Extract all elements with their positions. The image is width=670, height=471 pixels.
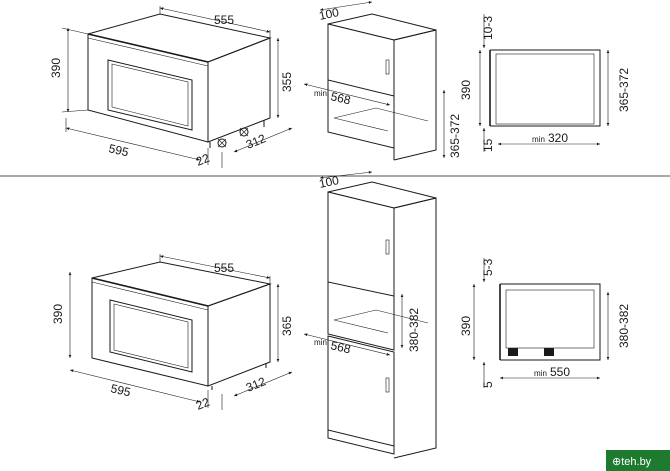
- bottom-height-left-label: 390: [51, 304, 65, 324]
- bottom-width-top-label: 555: [214, 261, 234, 275]
- watermark-badge: [606, 450, 670, 471]
- top-section-depth-label: 320: [548, 131, 568, 145]
- top-section-drawing: [478, 14, 610, 152]
- top-cabinet-min-label: min: [314, 89, 327, 98]
- bottom-cabinet-min-label: min: [314, 338, 327, 347]
- bottom-door-label: 22: [194, 395, 212, 413]
- top-section-min-label: min: [532, 135, 545, 144]
- top-width-top-label: 555: [214, 13, 234, 27]
- bottom-section-bottom-label: 5: [481, 381, 495, 388]
- bottom-oven-drawing: [68, 254, 293, 410]
- watermark-text: ⊕teh.by: [612, 456, 652, 468]
- bottom-section-min-label: min: [534, 369, 547, 378]
- top-section-height-label: 390: [459, 80, 473, 100]
- top-width-front-label: 595: [107, 141, 130, 159]
- bottom-cabinet-niche-width-label: 568: [329, 338, 352, 356]
- bottom-section-depth-label: 550: [550, 365, 570, 379]
- bottom-section-niche-height-label: 380-382: [617, 304, 631, 348]
- bottom-section-drawing: [472, 258, 610, 388]
- top-oven-drawing: [61, 6, 293, 168]
- bottom-height-right-label: 365: [280, 316, 294, 336]
- bottom-depth-label: 312: [244, 374, 268, 395]
- top-cabinet-drawing: [303, 1, 446, 161]
- bottom-cabinet-niche-height-label: 380-382: [407, 308, 421, 352]
- bottom-section-gap-label: 5-3: [481, 258, 495, 276]
- top-cabinet-niche-width-label: 568: [329, 89, 352, 107]
- top-cabinet-niche-height-label: 365-372: [448, 114, 462, 158]
- bottom-cabinet-drawing: [303, 170, 437, 459]
- top-height-right-label: 355: [280, 72, 294, 92]
- top-height-left-label: 390: [49, 58, 63, 78]
- top-cabinet-depth-label: 100: [318, 5, 341, 23]
- top-door-label: 22: [194, 151, 212, 169]
- top-section-gap-label: 10-3: [481, 16, 495, 40]
- top-section-niche-height-label: 365-372: [617, 68, 631, 112]
- bottom-cabinet-depth-label: 100: [318, 173, 341, 191]
- top-section-bottom-label: 15: [481, 138, 495, 152]
- bottom-width-front-label: 595: [109, 381, 132, 399]
- bottom-section-height-label: 390: [459, 316, 473, 336]
